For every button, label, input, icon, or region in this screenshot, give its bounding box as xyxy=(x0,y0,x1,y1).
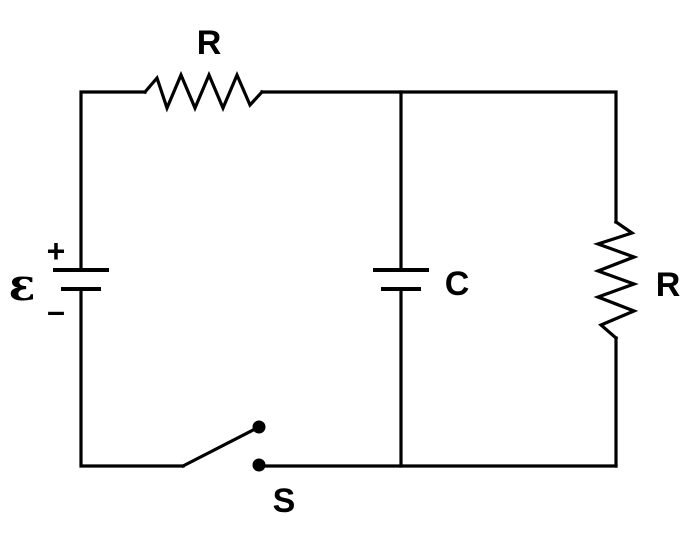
label-emf: ε xyxy=(9,260,36,311)
wire-left-bottom xyxy=(79,287,185,468)
battery-minus-sign: – xyxy=(47,293,65,329)
resistor-top xyxy=(142,70,265,113)
resistor-right xyxy=(593,219,639,341)
wire-top-right xyxy=(260,90,618,224)
battery-plus-sign: + xyxy=(47,233,66,269)
switch-contact-top xyxy=(252,420,266,434)
switch-lever xyxy=(180,424,262,469)
label-capacitor: C xyxy=(445,265,470,303)
switch-contact-bottom xyxy=(252,458,266,472)
label-switch: S xyxy=(273,482,296,520)
wire-left-top xyxy=(79,90,147,272)
label-resistor-right: R xyxy=(656,266,681,304)
label-resistor-top: R xyxy=(197,24,222,62)
